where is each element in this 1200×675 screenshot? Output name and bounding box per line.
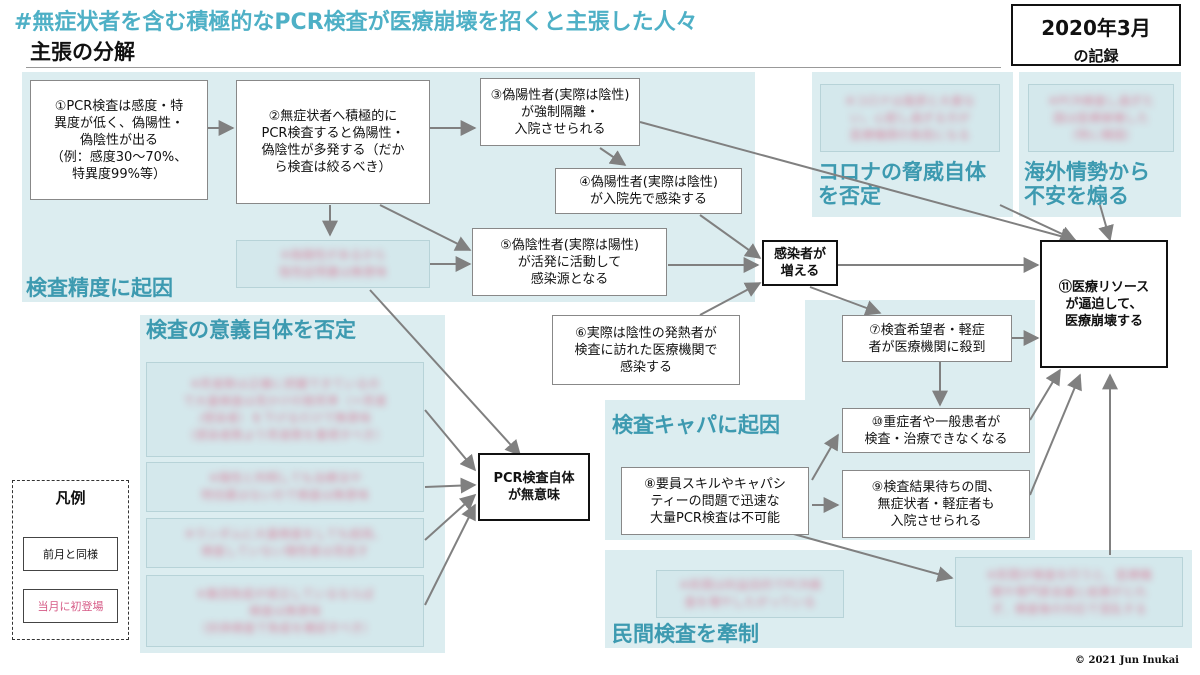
blurred-meaning-3-text: ※ランダムに大量検査をしても結局、 検査していない陽性者は見逃す bbox=[184, 527, 386, 558]
legend-new: 当月に初登場 bbox=[23, 589, 118, 623]
blurred-meaning-1-text: ※死者数は正確に把握できているの で大量検査は見かけの致死率（＝死者 /感染者）… bbox=[182, 376, 387, 442]
copyright: © 2021 Jun Inukai bbox=[1075, 655, 1179, 666]
legend-same: 前月と同様 bbox=[23, 537, 118, 571]
node-8-capacity-limit: ⑧要員スキルやキャパシ ティーの問題で迅速な 大量PCR検査は不可能 bbox=[621, 467, 809, 535]
group-label-overseas: 海外情勢から 不安を煽る bbox=[1024, 160, 1150, 208]
node-7-hospital-rush: ⑦検査希望者・軽症 者が医療機関に殺到 bbox=[842, 315, 1012, 362]
header-divider bbox=[26, 67, 1001, 68]
node-3-forced-isolation: ③偽陽性者(実際は陰性) が強制隔離・ 入院させられる bbox=[480, 78, 640, 146]
node-10-patients-untreated: ⑩重症者や一般患者が 検査・治療できなくなる bbox=[842, 408, 1030, 453]
node-5-false-negative: ⑤偽陰性者(実際は陽性) が活発に活動して 感染源となる bbox=[472, 228, 667, 296]
blurred-private-1: ※民間は利益目的でPCR検 査を増やしたがっている bbox=[656, 570, 844, 618]
blurred-meaning-2: ※陽性と判明しても治療法や 特効薬はないので検査は無意味 bbox=[146, 462, 424, 512]
date-month: 2020年3月 bbox=[1041, 16, 1151, 40]
blurred-private-2-text: ※民間が検査を行うと、医療機 関や専門家会議と結果がとれ ず、検査後の対応で混乱… bbox=[986, 567, 1152, 616]
blurred-threat-text: ※コロナは風邪と大差な い。心配し過ぎる方が 医療機関の負担になる bbox=[844, 93, 976, 142]
group-label-meaning: 検査の意義自体を否定 bbox=[146, 318, 356, 342]
group-label-threat: コロナの脅威自体 を否定 bbox=[818, 160, 986, 208]
blurred-meaning-4: ※集団免疫が成立しているならば 検査は無意味 （抗体検査で免疫を確認すべき） bbox=[146, 575, 424, 647]
blurred-threat: ※コロナは風邪と大差な い。心配し過ぎる方が 医療機関の負担になる bbox=[820, 84, 1000, 152]
page-subtitle: 主張の分解 bbox=[30, 40, 135, 64]
date-note: の記録 bbox=[1073, 47, 1119, 65]
group-label-accuracy: 検査精度に起因 bbox=[26, 276, 173, 300]
node-9-waiting-hospitalized: ⑨検査結果待ちの間、 無症状者・軽症者も 入院させられる bbox=[842, 470, 1030, 538]
blurred-accuracy-text: ※偽陽性があるから 陰性証明書は無意味 bbox=[278, 248, 387, 279]
group-label-private: 民間検査を牽制 bbox=[612, 622, 759, 646]
node-1-pcr-accuracy: ①PCR検査は感度・特 異度が低く、偽陽性・ 偽陰性が出る （例：感度30～70… bbox=[30, 80, 208, 200]
arrow-9-11 bbox=[1029, 373, 1082, 496]
date-box: 2020年3月 の記録 bbox=[1011, 4, 1181, 66]
node-infected-increase: 感染者が 増える bbox=[762, 240, 838, 286]
blurred-overseas: ※PCR検査し過ぎた 国は医療崩壊した （特に韓国） bbox=[1028, 84, 1174, 152]
legend: 凡例 前月と同様 当月に初登場 bbox=[12, 480, 129, 640]
blurred-accuracy: ※偽陽性があるから 陰性証明書は無意味 bbox=[236, 240, 430, 288]
group-label-capacity: 検査キャパに起因 bbox=[612, 413, 780, 437]
node-4-infected-hospital: ④偽陽性者(実際は陰性) が入院先で感染する bbox=[555, 168, 742, 214]
blurred-meaning-2-text: ※陽性と判明しても治療法や 特効薬はないので検査は無意味 bbox=[200, 471, 369, 502]
blurred-meaning-1: ※死者数は正確に把握できているの で大量検査は見かけの致死率（＝死者 /感染者）… bbox=[146, 362, 424, 457]
blurred-meaning-4-text: ※集団免疫が成立しているならば 検査は無意味 （抗体検査で免疫を確認すべき） bbox=[195, 586, 375, 635]
node-2-false-results: ②無症状者へ積極的に PCR検査すると偽陽性・ 偽陰性が多発する（だか ら検査は… bbox=[236, 80, 430, 204]
blurred-meaning-3: ※ランダムに大量検査をしても結局、 検査していない陽性者は見逃す bbox=[146, 518, 424, 568]
node-6-fever-patient: ⑥実際は陰性の発熱者が 検査に訪れた医療機関で 感染する bbox=[552, 315, 740, 385]
legend-title: 凡例 bbox=[55, 489, 86, 507]
blurred-private-2: ※民間が検査を行うと、医療機 関や専門家会議と結果がとれ ず、検査後の対応で混乱… bbox=[955, 557, 1183, 627]
node-pcr-meaningless: PCR検査自体 が無意味 bbox=[478, 453, 590, 521]
page-title: #無症状者を含む積極的なPCR検査が医療崩壊を招くと主張した人々 bbox=[14, 10, 698, 35]
blurred-overseas-text: ※PCR検査し過ぎた 国は医療崩壊した （特に韓国） bbox=[1047, 93, 1154, 142]
blurred-private-1-text: ※民間は利益目的でPCR検 査を増やしたがっている bbox=[678, 578, 821, 609]
node-11-medical-collapse: ⑪医療リソース が逼迫して、 医療崩壊する bbox=[1040, 240, 1168, 368]
